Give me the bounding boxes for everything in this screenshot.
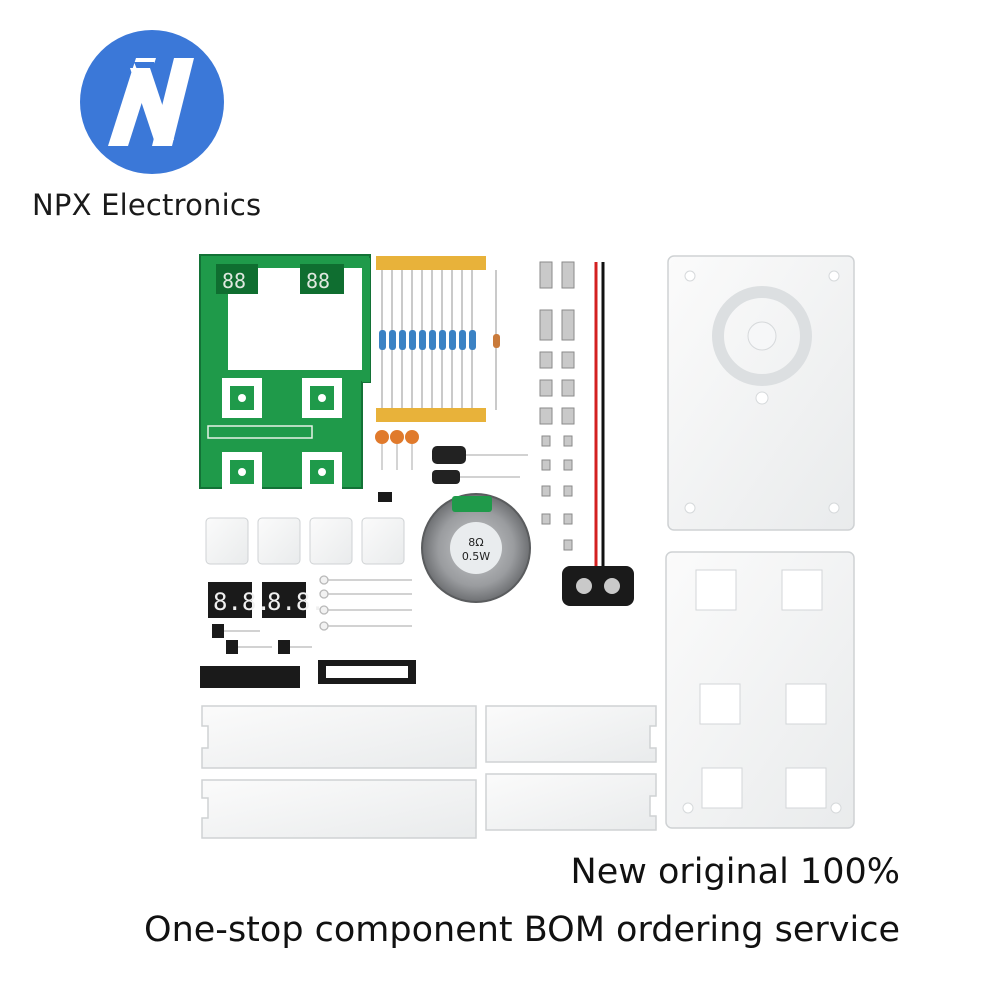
brand-name: NPX Electronics [32, 188, 262, 222]
ceramic-capacitors [375, 430, 419, 444]
microcontroller-chip [200, 666, 300, 688]
electrolytic-capacitors [432, 446, 528, 484]
speaker [421, 493, 531, 603]
tagline-bom-service: One-stop component BOM ordering service [144, 910, 900, 950]
svg-text:88: 88 [222, 269, 246, 293]
svg-text:88: 88 [306, 269, 330, 293]
transistors [212, 624, 290, 654]
speaker-label-watt: 0.5W [462, 550, 490, 563]
standoffs-and-screws [539, 261, 575, 551]
leds [319, 575, 412, 631]
tagline-original: New original 100% [570, 852, 900, 892]
seven-segment-displays [208, 582, 306, 618]
display-2-text: 8.8. [267, 588, 325, 616]
battery-clip [562, 262, 634, 606]
resistor-strip [376, 256, 500, 422]
acrylic-side-panels [201, 705, 657, 839]
display-1-text: 8.8. [213, 588, 271, 616]
pcb-board: 88 88 [199, 254, 371, 492]
acrylic-front-plate [665, 551, 855, 829]
npx-logo-icon [80, 30, 224, 174]
ic-socket [318, 660, 416, 684]
speaker-label-ohm: 8Ω [468, 536, 483, 549]
ic-chip-small [378, 492, 392, 502]
button-caps [205, 517, 405, 565]
acrylic-back-plate [667, 255, 855, 531]
